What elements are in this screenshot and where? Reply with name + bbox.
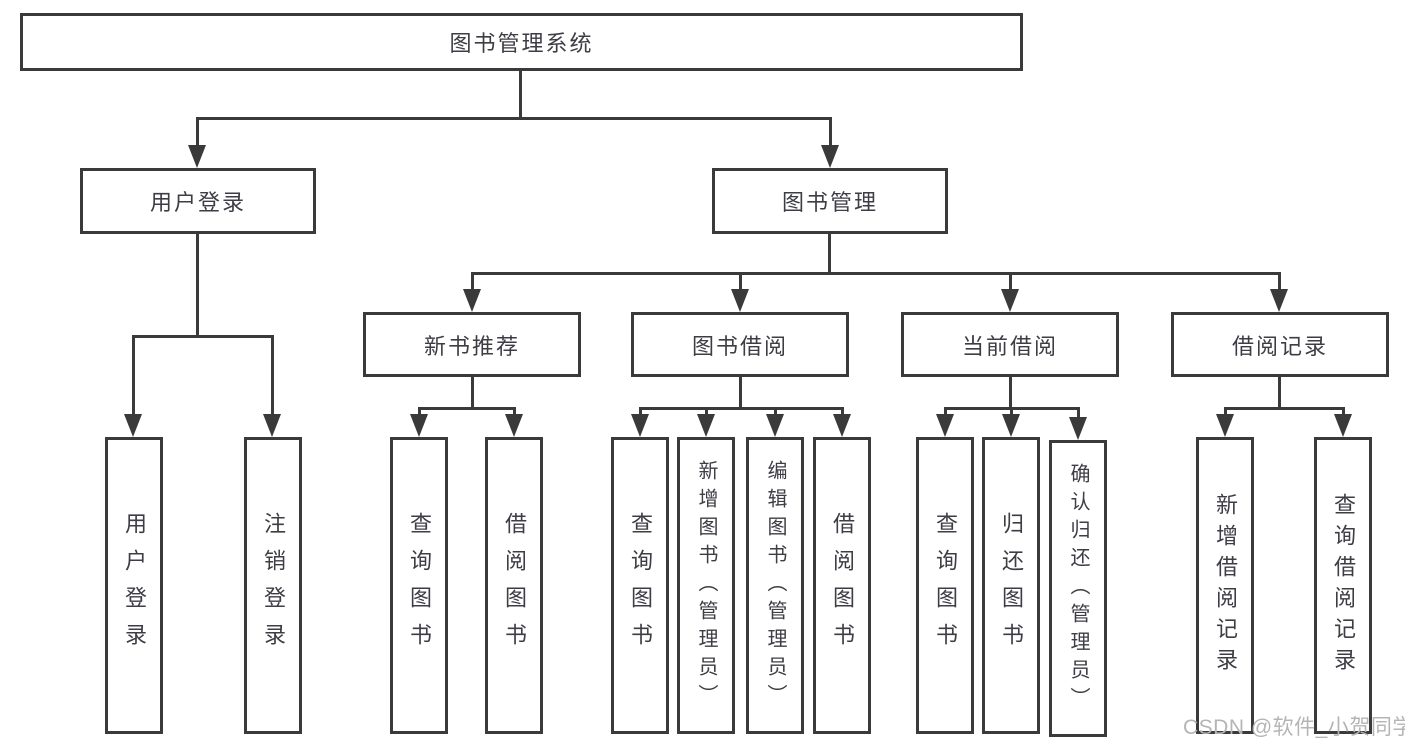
- leaf-borrow-books-borrowing: 借阅图书: [813, 437, 871, 734]
- connector-line: [132, 335, 274, 338]
- leaf-confirm-return-admin: 确认归还（管理员）: [1049, 440, 1107, 737]
- leaf-query-books-recommend-label: 查询图书: [407, 511, 432, 660]
- leaf-add-books-admin-label: 新增图书（管理员）: [695, 459, 717, 712]
- node-new-book-recommend: 新书推荐: [363, 312, 581, 377]
- node-current-borrowing-label: 当前借阅: [961, 333, 1058, 359]
- leaf-return-books-label: 归还图书: [999, 511, 1024, 660]
- connector-line: [705, 407, 708, 416]
- arrowhead-icon: [1002, 414, 1020, 437]
- connector-line: [841, 407, 844, 416]
- leaf-edit-books-admin-label: 编辑图书（管理员）: [764, 459, 786, 712]
- arrowhead-icon: [124, 414, 142, 437]
- node-borrow-records-label: 借阅记录: [1231, 333, 1328, 359]
- connector-line: [1009, 272, 1012, 289]
- node-book-management-label: 图书管理: [781, 190, 878, 215]
- arrowhead-icon: [1334, 414, 1352, 437]
- node-current-borrowing: 当前借阅: [901, 312, 1119, 377]
- leaf-return-books: 归还图书: [982, 437, 1040, 734]
- node-user-login: 用户登录: [80, 168, 316, 234]
- connector-line: [639, 407, 844, 410]
- connector-line: [739, 377, 742, 407]
- connector-line: [1342, 407, 1345, 416]
- leaf-borrow-books-borrowing-label: 借阅图书: [830, 511, 855, 660]
- arrowhead-icon: [1069, 417, 1087, 440]
- arrowhead-icon: [1001, 289, 1019, 312]
- leaf-confirm-return-admin-label: 确认归还（管理员）: [1067, 462, 1089, 715]
- leaf-edit-books-admin: 编辑图书（管理员）: [746, 437, 804, 734]
- arrowhead-icon: [263, 414, 281, 437]
- connector-line: [829, 117, 832, 145]
- connector-line: [1278, 377, 1281, 407]
- arrowhead-icon: [766, 414, 784, 437]
- leaf-add-borrow-record: 新增借阅记录: [1196, 437, 1254, 734]
- connector-line: [739, 272, 742, 289]
- leaf-query-books-current-label: 查询图书: [933, 511, 958, 660]
- arrowhead-icon: [463, 289, 481, 312]
- connector-line: [944, 407, 947, 416]
- arrowhead-icon: [631, 414, 649, 437]
- node-book-borrowing: 图书借阅: [631, 312, 849, 377]
- leaf-borrow-books-recommend: 借阅图书: [485, 437, 543, 734]
- leaf-add-borrow-record-label: 新增借阅记录: [1213, 492, 1238, 679]
- connector-line: [1224, 407, 1227, 416]
- node-root: 图书管理系统: [20, 13, 1023, 71]
- connector-line: [471, 377, 474, 407]
- arrowhead-icon: [410, 414, 428, 437]
- leaf-query-borrow-record: 查询借阅记录: [1314, 437, 1372, 734]
- node-borrow-records: 借阅记录: [1171, 312, 1389, 377]
- arrowhead-icon: [936, 414, 954, 437]
- connector-line: [132, 335, 135, 414]
- csdn-watermark: CSDN @软件_小贺同学: [1183, 716, 1405, 739]
- connector-line: [1009, 377, 1012, 407]
- connector-line: [196, 234, 199, 335]
- leaf-query-books-current: 查询图书: [916, 437, 974, 734]
- leaf-logout: 注销登录: [244, 437, 302, 734]
- connector-line: [471, 272, 1281, 275]
- connector-line: [471, 272, 474, 289]
- node-book-management: 图书管理: [712, 168, 948, 234]
- connector-line: [519, 71, 522, 117]
- connector-line: [418, 407, 516, 410]
- node-new-book-recommend-label: 新书推荐: [423, 333, 520, 359]
- arrowhead-icon: [821, 145, 839, 168]
- leaf-user-login: 用户登录: [105, 437, 163, 734]
- connector-line: [639, 407, 642, 416]
- node-book-borrowing-label: 图书借阅: [691, 333, 788, 359]
- arrowhead-icon: [731, 289, 749, 312]
- leaf-query-borrow-record-label: 查询借阅记录: [1331, 492, 1356, 679]
- leaf-query-books-borrowing: 查询图书: [611, 437, 669, 734]
- node-root-label: 图书管理系统: [449, 31, 594, 56]
- leaf-add-books-admin: 新增图书（管理员）: [677, 437, 735, 734]
- connector-line: [1010, 407, 1013, 416]
- arrowhead-icon: [505, 414, 523, 437]
- node-user-login-label: 用户登录: [149, 190, 246, 215]
- connector-line: [828, 234, 831, 272]
- connector-line: [196, 117, 832, 120]
- connector-line: [513, 407, 516, 416]
- connector-line: [418, 407, 421, 416]
- connector-line: [774, 407, 777, 416]
- leaf-user-login-label: 用户登录: [122, 511, 147, 660]
- connector-line: [1224, 407, 1345, 410]
- arrowhead-icon: [697, 414, 715, 437]
- connector-line: [1077, 407, 1080, 419]
- connector-line: [196, 117, 199, 145]
- leaf-borrow-books-recommend-label: 借阅图书: [502, 511, 527, 660]
- arrowhead-icon: [833, 414, 851, 437]
- connector-line: [1278, 272, 1281, 289]
- arrowhead-icon: [1270, 289, 1288, 312]
- arrowhead-icon: [1216, 414, 1234, 437]
- arrowhead-icon: [188, 145, 206, 168]
- connector-line: [271, 335, 274, 414]
- leaf-query-books-borrowing-label: 查询图书: [628, 511, 653, 660]
- leaf-query-books-recommend: 查询图书: [390, 437, 448, 734]
- leaf-logout-label: 注销登录: [261, 511, 286, 660]
